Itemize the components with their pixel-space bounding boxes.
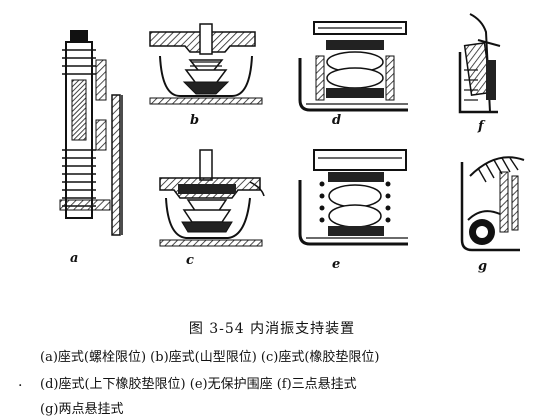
panel-label-c: c [186, 253, 194, 268]
caption-line-3: (g)两点悬挂式 [40, 402, 124, 417]
panel-label-d: d [332, 113, 341, 128]
panel-label-f: f [477, 119, 486, 134]
stray-dot: . [18, 374, 23, 390]
drawing-d [298, 21, 408, 112]
drawing-b [149, 23, 263, 105]
caption-line-1: (a)座式(螺栓限位) (b)座式(山型限位) (c)座式(橡胶垫限位) [40, 350, 380, 365]
panel-label-b: b [190, 113, 199, 128]
panel-label-a: a [70, 251, 78, 266]
drawing-a [59, 30, 123, 236]
drawing-c [159, 149, 265, 247]
drawing-f [458, 13, 501, 114]
panel-label-e: e [332, 257, 340, 272]
figure-caption-title: 图 3-54 内消振支持装置 [188, 321, 356, 337]
figure-drawings: a b c d e f g [59, 13, 525, 274]
panel-label-g: g [478, 259, 487, 274]
drawing-g [460, 156, 525, 252]
drawing-e [298, 149, 408, 246]
caption-line-2: (d)座式(上下橡胶垫限位) (e)无保护围座 (f)三点悬挂式 [40, 377, 357, 392]
